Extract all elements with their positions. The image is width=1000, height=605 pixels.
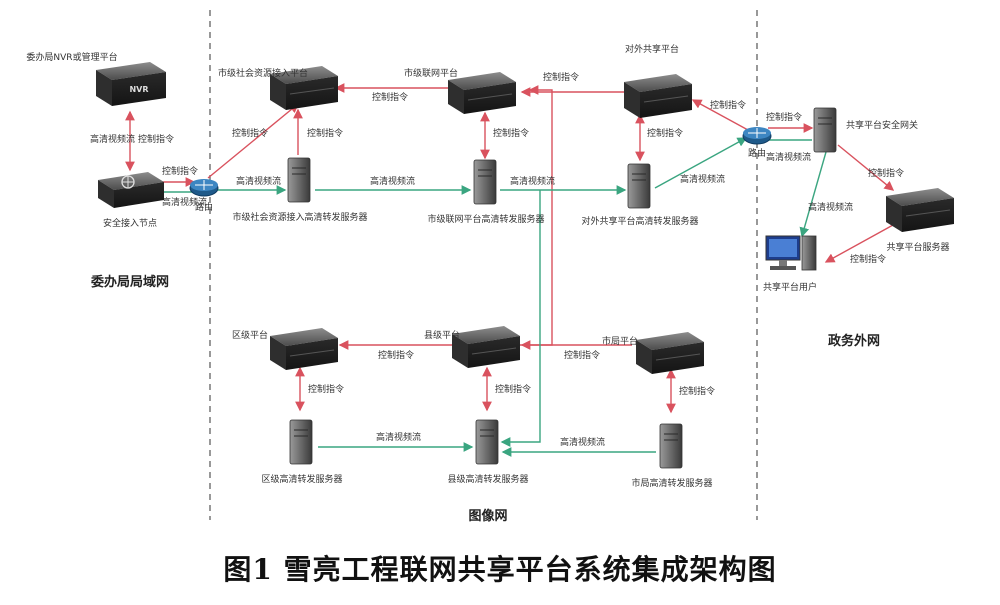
share-user-label: 共享平台用户: [763, 281, 817, 293]
share-gateway-label: 共享平台安全网关: [846, 119, 918, 131]
label-video-gw: 高清视频流: [162, 196, 207, 208]
nvr-device: NVR: [96, 62, 166, 106]
zone-committee-lan: 委办局局域网: [90, 274, 169, 290]
video-sharefwd-router: [654, 137, 748, 189]
link-router-share: [691, 99, 749, 131]
district-platform-device: [270, 328, 338, 370]
city-bureau-forward-label: 市局高清转发服务器: [631, 477, 712, 489]
video-links: [162, 137, 827, 457]
label-control-share-net: 控制指令: [543, 71, 579, 83]
label-control-countyfwd: 控制指令: [495, 383, 531, 395]
city-social-forward-device: [287, 157, 311, 203]
link-sharegw-shareserver: [837, 144, 895, 191]
router-right-label: 路由: [748, 147, 766, 159]
video-vertical-bus: [500, 190, 541, 447]
architecture-diagram: 高清视频流 控制指令 控制指令 高清视频流 控制指令 控制指令 高清视频流 控制…: [26, 10, 954, 524]
city-bureau-platform-label: 市局平台: [602, 335, 638, 347]
label-control-socialfwd: 控制指令: [307, 127, 343, 139]
label-control-router: 控制指令: [232, 127, 268, 139]
share-gateway-device: [813, 107, 837, 153]
label-video-user: 高清视频流: [808, 201, 853, 213]
video-sharegw-user: [799, 151, 827, 238]
figure-caption: 图1 雪亮工程联网共享平台系统集成架构图: [223, 553, 777, 586]
control-links: [125, 83, 895, 414]
label-control-nvr: 控制指令: [138, 133, 174, 145]
share-server-device: [886, 188, 954, 232]
link-shareserver-user: [824, 224, 894, 263]
share-forward-device: [627, 163, 651, 209]
city-social-forward-label: 市级社会资源接入高清转发服务器: [232, 211, 367, 223]
share-server-label: 共享平台服务器: [886, 241, 949, 253]
district-platform-label: 区级平台: [232, 329, 268, 341]
city-net-platform-device: [448, 72, 516, 114]
label-video-router: 高清视频流: [236, 175, 281, 187]
county-platform-label: 县级平台: [424, 329, 460, 341]
share-user-device: [765, 235, 817, 271]
city-net-forward-label: 市级联网平台高清转发服务器: [427, 213, 544, 225]
label-video-district-county: 高清视频流: [376, 431, 421, 443]
label-control-netfwd: 控制指令: [493, 127, 529, 139]
label-video-nvr: 高清视频流: [90, 133, 135, 145]
router-left-icon: [189, 179, 219, 197]
label-control-shareserver: 控制指令: [868, 167, 904, 179]
city-bureau-platform-device: [636, 332, 704, 374]
router-left-label: 路由: [195, 201, 213, 213]
nvr-badge: NVR: [129, 85, 148, 94]
zone-gov-external-net: 政务外网: [828, 333, 880, 349]
district-forward-label: 区级高清转发服务器: [261, 473, 342, 485]
zone-image-net: 图像网: [468, 508, 507, 524]
label-video-social-net: 高清视频流: [370, 175, 415, 187]
label-control-sharegw: 控制指令: [766, 111, 802, 123]
label-control-gw: 控制指令: [162, 165, 198, 177]
share-platform-label: 对外共享平台: [625, 43, 679, 55]
city-social-platform-label: 市级社会资源接入平台: [218, 67, 308, 79]
label-control-bureaufwd: 控制指令: [679, 385, 715, 397]
label-video-sharefwd-router: 高清视频流: [680, 173, 725, 185]
label-control-router-share: 控制指令: [710, 99, 746, 111]
share-forward-label: 对外共享平台高清转发服务器: [581, 215, 698, 227]
label-control-net-social: 控制指令: [372, 91, 408, 103]
label-control-sharefwd: 控制指令: [647, 127, 683, 139]
label-video-bureau-county: 高清视频流: [560, 436, 605, 448]
nvr-label: 委办局NVR或管理平台: [26, 51, 117, 63]
router-right-icon: [742, 127, 772, 145]
label-control-county-district: 控制指令: [378, 349, 414, 361]
label-video-sharegw: 高清视频流: [766, 151, 811, 163]
county-platform-device: [452, 326, 520, 368]
county-forward-device: [475, 419, 499, 465]
city-social-platform-device: [270, 66, 338, 110]
district-forward-device: [289, 419, 313, 465]
label-video-net-share: 高清视频流: [510, 175, 555, 187]
label-control-user: 控制指令: [850, 253, 886, 265]
county-forward-label: 县级高清转发服务器: [447, 473, 528, 485]
city-bureau-forward-device: [659, 423, 683, 469]
city-net-forward-device: [473, 159, 497, 205]
share-platform-device: [624, 74, 692, 118]
security-gateway-label: 安全接入节点: [103, 217, 157, 229]
link-router-socialplatform: [207, 103, 300, 179]
label-control-bureau-county: 控制指令: [564, 349, 600, 361]
security-gateway-device: [98, 172, 164, 208]
label-control-districtfwd: 控制指令: [308, 383, 344, 395]
city-net-platform-label: 市级联网平台: [404, 67, 458, 79]
